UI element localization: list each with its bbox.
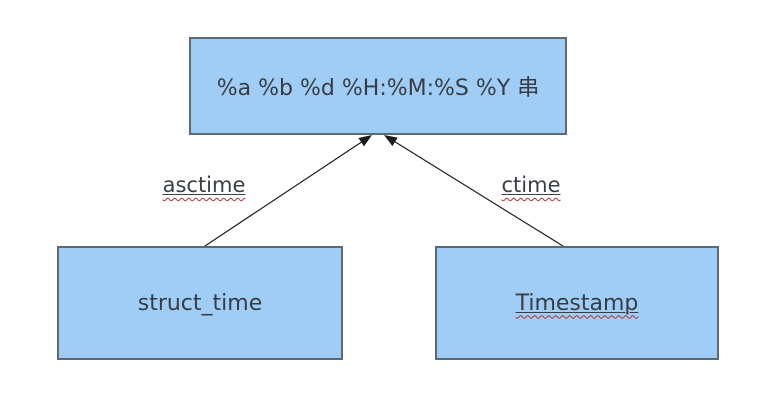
node-struct-time[interactable]: struct_time: [57, 246, 343, 360]
node-format-string-label: %a %b %d %H:%M:%S %Y 串: [216, 76, 540, 101]
edge-label-ctime-text: ctime: [501, 173, 561, 197]
node-timestamp-label[interactable]: Timestamp: [515, 290, 639, 316]
edge-ctime-line: [394, 141, 564, 247]
node-timestamp[interactable]: Timestamp: [435, 246, 719, 360]
edge-asctime-arrow: [204, 135, 372, 247]
edge-label-asctime[interactable]: asctime: [163, 173, 246, 197]
edge-ctime-arrowhead-icon: [384, 135, 398, 147]
edge-ctime-arrow: [384, 135, 564, 247]
node-format-string[interactable]: %a %b %d %H:%M:%S %Y 串: [189, 37, 567, 135]
edge-label-ctime[interactable]: ctime: [502, 173, 561, 197]
node-struct-time-label: struct_time: [137, 290, 263, 316]
edge-asctime-line: [204, 141, 362, 247]
edge-asctime-arrowhead-icon: [358, 135, 372, 147]
edge-label-asctime-text: asctime: [162, 173, 246, 197]
